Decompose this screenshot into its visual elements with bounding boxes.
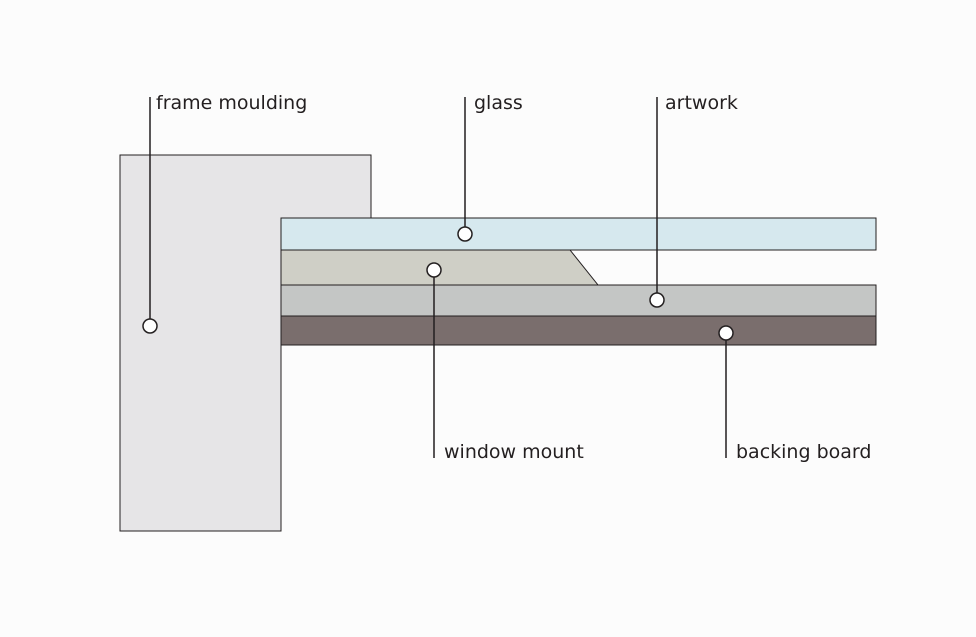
artwork-label: artwork bbox=[665, 92, 738, 114]
artwork-marker bbox=[649, 292, 665, 308]
backing-board-layer bbox=[280, 315, 877, 346]
artwork-layer bbox=[280, 284, 877, 317]
frame-moulding-label: frame moulding bbox=[156, 92, 307, 114]
frame-moulding-marker bbox=[142, 318, 158, 334]
window-mount-label: window mount bbox=[444, 441, 584, 463]
backing-board-label: backing board bbox=[736, 441, 871, 463]
glass-layer bbox=[280, 217, 877, 251]
glass-label: glass bbox=[474, 92, 523, 114]
glass-marker bbox=[457, 226, 473, 242]
window-mount-marker bbox=[426, 262, 442, 278]
backing-board-marker bbox=[718, 325, 734, 341]
